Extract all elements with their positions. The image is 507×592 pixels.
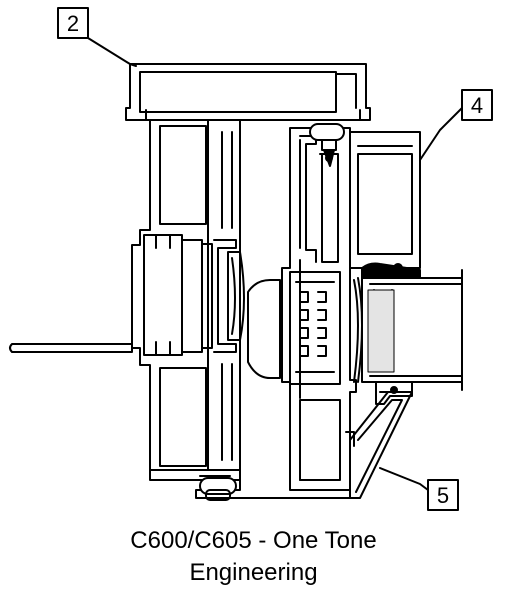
callout-5-label: 5 xyxy=(437,483,449,508)
drawing-caption-title: C600/C605 - One Tone xyxy=(130,527,377,554)
top-transom-profile xyxy=(125,63,371,121)
glazing-channel xyxy=(289,271,341,385)
bottom-gasket xyxy=(199,477,237,501)
callout-4-label: 4 xyxy=(471,93,483,118)
window-profile-section-drawing: 2 xyxy=(9,7,493,511)
glazing-gasket-top xyxy=(361,262,421,279)
callout-4: 4 xyxy=(461,89,493,121)
drawing-caption-subtitle: Engineering xyxy=(189,559,318,586)
main-frame-profile xyxy=(131,119,241,471)
glazing-bead-profile xyxy=(349,107,463,269)
frame-gasket xyxy=(227,251,245,341)
handle-rod xyxy=(9,343,133,353)
top-gasket xyxy=(309,123,345,167)
callout-2-label: 2 xyxy=(67,11,79,36)
callout-5: 5 xyxy=(427,479,459,511)
bottom-glazing-bead xyxy=(345,391,429,499)
glass-unit xyxy=(353,269,463,391)
callout-2: 2 xyxy=(57,7,137,67)
bottom-rail xyxy=(149,469,351,499)
